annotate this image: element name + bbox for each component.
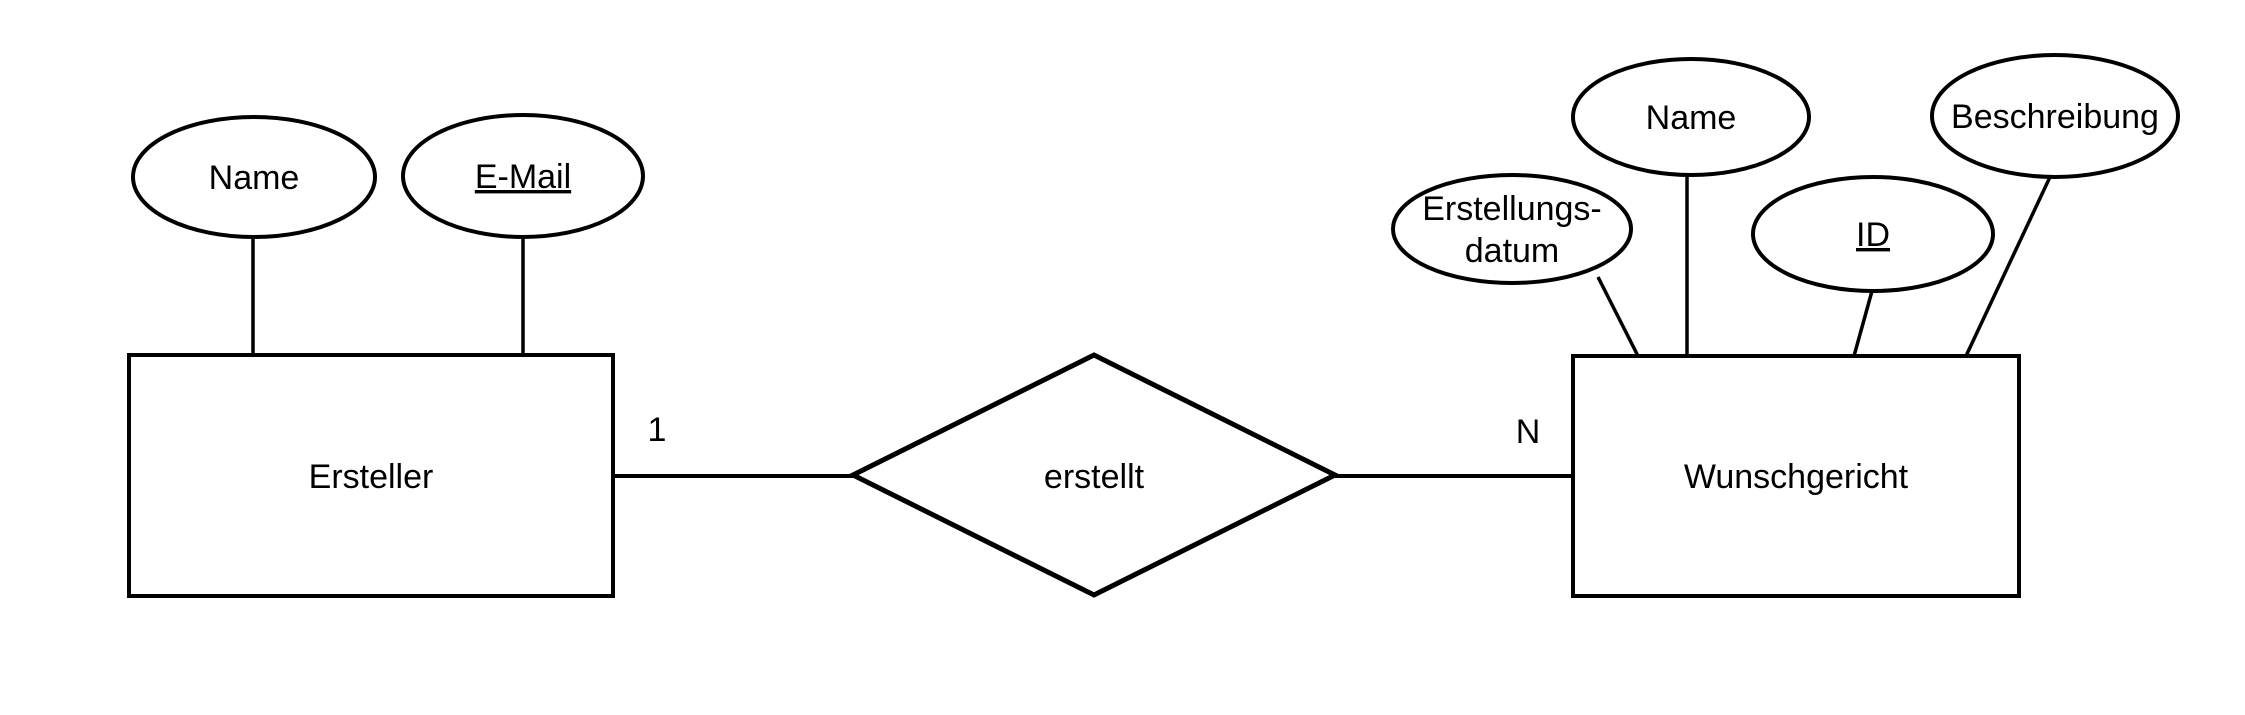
attribute-wunschgericht-name-label: Name [1646,99,1737,137]
attribute-ersteller-name-ellipse [131,115,377,239]
attribute-wunschgericht-erstellungsdatum-label-line2: datum [1465,232,1560,270]
stem-wunschgericht-id [1852,290,1874,357]
entity-wunschgericht-label: Wunschgericht [1684,458,1909,496]
cardinality-left-label: 1 [648,411,667,449]
attribute-wunschgericht-beschreibung-ellipse [1930,53,2180,179]
attribute-wunschgericht-id-label: ID [1856,216,1890,254]
cardinality-right-label: N [1516,413,1541,451]
stem-wunschgericht-beschreibung [1964,176,2052,357]
attribute-wunschgericht-erstellungsdatum-ellipse [1391,173,1633,285]
stem-wunschgericht-erstellungsdatum [1596,276,1640,357]
attribute-ersteller-name-label: Name [209,159,300,197]
attribute-ersteller-email-label: E-Mail [475,158,571,196]
entity-ersteller-box [127,353,615,598]
attribute-wunschgericht-id-ellipse [1751,175,1995,293]
attribute-wunschgericht-erstellungsdatum-label-line1: Erstellungs- [1422,190,1602,228]
attribute-wunschgericht-beschreibung-label: Beschreibung [1951,98,2159,136]
attribute-ersteller-email-ellipse [401,113,645,239]
attribute-wunschgericht-name-ellipse [1571,57,1811,177]
relationship-erstellt-diamond [847,352,1341,598]
entity-wunschgericht-box [1571,354,2021,598]
relationship-erstellt-label: erstellt [1044,458,1145,496]
entity-ersteller-label: Ersteller [309,458,434,496]
